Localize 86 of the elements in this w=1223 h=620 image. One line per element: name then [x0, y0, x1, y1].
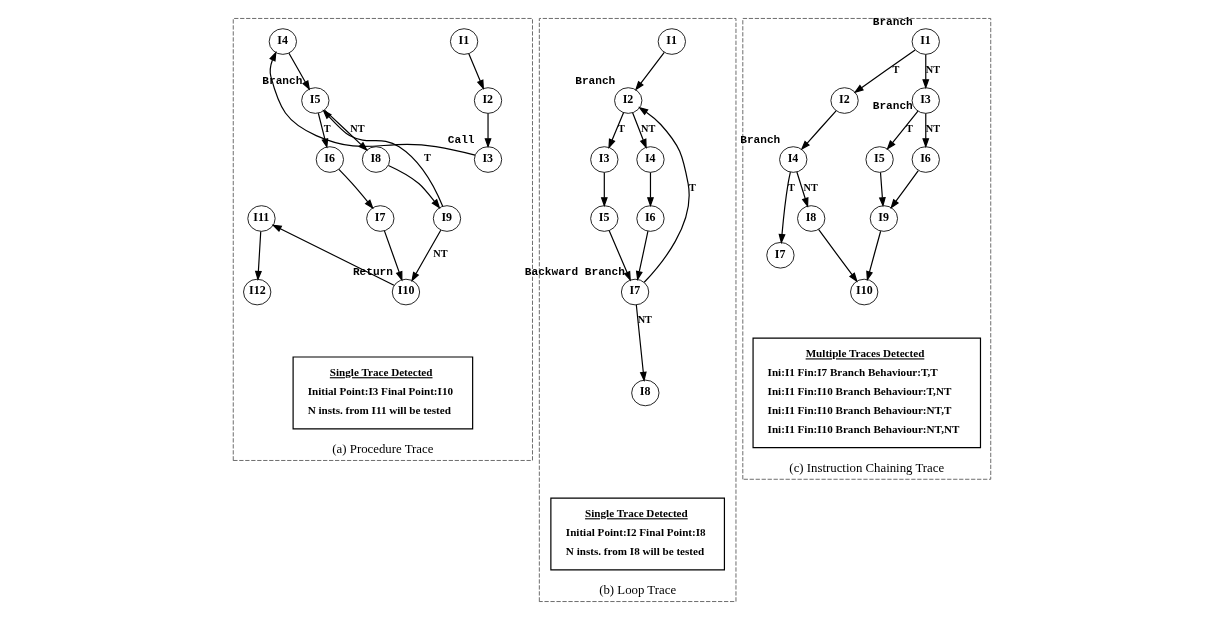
node-circle: I8 — [361, 146, 390, 173]
arrow — [886, 110, 919, 151]
node-circle: I6 — [911, 146, 940, 173]
arrow — [800, 110, 837, 151]
arrow — [853, 49, 916, 94]
node-box: Single Trace Detected Initial Point:I3 Final Point:I10 N insts. from I11 will be tested — [292, 356, 473, 430]
edge-label: T — [617, 122, 625, 134]
arrow — [889, 170, 919, 209]
node-circle: I4 — [268, 28, 297, 55]
edge-label: NT — [432, 248, 448, 260]
arrow — [321, 109, 443, 207]
arrow — [646, 171, 654, 208]
edge-label: NT — [925, 63, 940, 75]
node-circle: I7 — [620, 278, 649, 306]
arrow — [921, 112, 929, 149]
node-circle: I9 — [432, 205, 461, 232]
node-circle: I11 — [246, 205, 276, 232]
node-circle: I4 — [778, 146, 807, 173]
node-circle: I1 — [657, 28, 686, 55]
node-circle: I8 — [630, 379, 659, 407]
edge-label: T — [891, 63, 899, 75]
arrow — [317, 112, 328, 149]
edge-label: T — [323, 122, 331, 134]
node-circle: I1 — [449, 28, 478, 55]
edge-label: NT — [349, 122, 365, 134]
node-label: Backward Branch — [524, 266, 625, 279]
node-circle: I3 — [589, 146, 618, 173]
arrow — [635, 230, 649, 282]
arrow — [254, 230, 262, 281]
arrow — [795, 171, 808, 208]
edge-label: NT — [803, 181, 818, 193]
edge-label: T — [905, 122, 913, 134]
arrow — [387, 164, 440, 209]
arrow — [634, 51, 665, 91]
arrow — [921, 53, 929, 90]
node-circle: I8 — [796, 205, 825, 232]
arrow — [467, 53, 484, 91]
node-circle: I6 — [635, 205, 665, 232]
node-circle: I6 — [315, 146, 344, 173]
node-circle: I5 — [300, 87, 329, 114]
arrow — [608, 230, 631, 282]
edge-label: T — [787, 181, 795, 193]
arrow — [817, 228, 858, 283]
edge-label: T — [423, 152, 431, 164]
node-circle: I7 — [765, 242, 795, 269]
arrow — [778, 171, 791, 245]
edge-label: T — [688, 181, 696, 193]
node-circle: I12 — [242, 278, 271, 306]
node-circle: I2 — [829, 87, 859, 114]
arrow — [600, 171, 608, 208]
edge-label: NT — [925, 122, 940, 134]
node-circle: I2 — [613, 87, 642, 114]
node-label: Branch — [574, 74, 615, 87]
edge-label: NT — [640, 122, 655, 134]
node-label: Branch — [739, 133, 780, 146]
node-circle: I3 — [473, 146, 502, 173]
arrow — [271, 224, 395, 286]
node-label: Branch — [872, 15, 913, 28]
node-circle: I10 — [391, 278, 420, 306]
arrow — [607, 112, 624, 150]
arrow — [878, 171, 886, 208]
node-circle: I9 — [869, 205, 898, 232]
arrow — [637, 106, 690, 283]
node-box: Multiple Traces Detected Ini:I1 Fin:I7 Branch Behaviour:T,T Ini:I1 Fin:I10 Branch Behaviour:T,NT Ini:I1 Fin:I10 Branch Behaviour:NT,T Ini:I1 Fin:I10 Branch Behaviour:NT,NT — [751, 337, 981, 449]
node-circle: I1 — [911, 28, 940, 55]
node-circle: I4 — [635, 146, 665, 173]
node-label: Branch — [872, 100, 913, 113]
arrow — [635, 304, 647, 382]
node-circle: I2 — [473, 87, 502, 114]
node-box: Single Trace Detected Initial Point:I2 Final Point:I8 N insts. from I8 will be tested — [549, 497, 725, 571]
arrow — [323, 109, 368, 152]
arrow — [631, 112, 647, 150]
node-circle: I7 — [365, 205, 394, 232]
edge-label: NT — [637, 314, 652, 326]
arrow — [337, 168, 374, 210]
node-circle: I10 — [849, 278, 878, 306]
node-label: Call — [447, 133, 475, 146]
node-circle: I5 — [589, 205, 618, 232]
arrow — [287, 52, 310, 91]
arrow — [383, 230, 402, 282]
arrow — [484, 112, 492, 149]
node-circle: I3 — [911, 87, 940, 114]
arrow — [410, 229, 441, 282]
arrow — [865, 230, 881, 282]
arrow — [268, 51, 476, 156]
node-circle: I5 — [865, 146, 894, 173]
